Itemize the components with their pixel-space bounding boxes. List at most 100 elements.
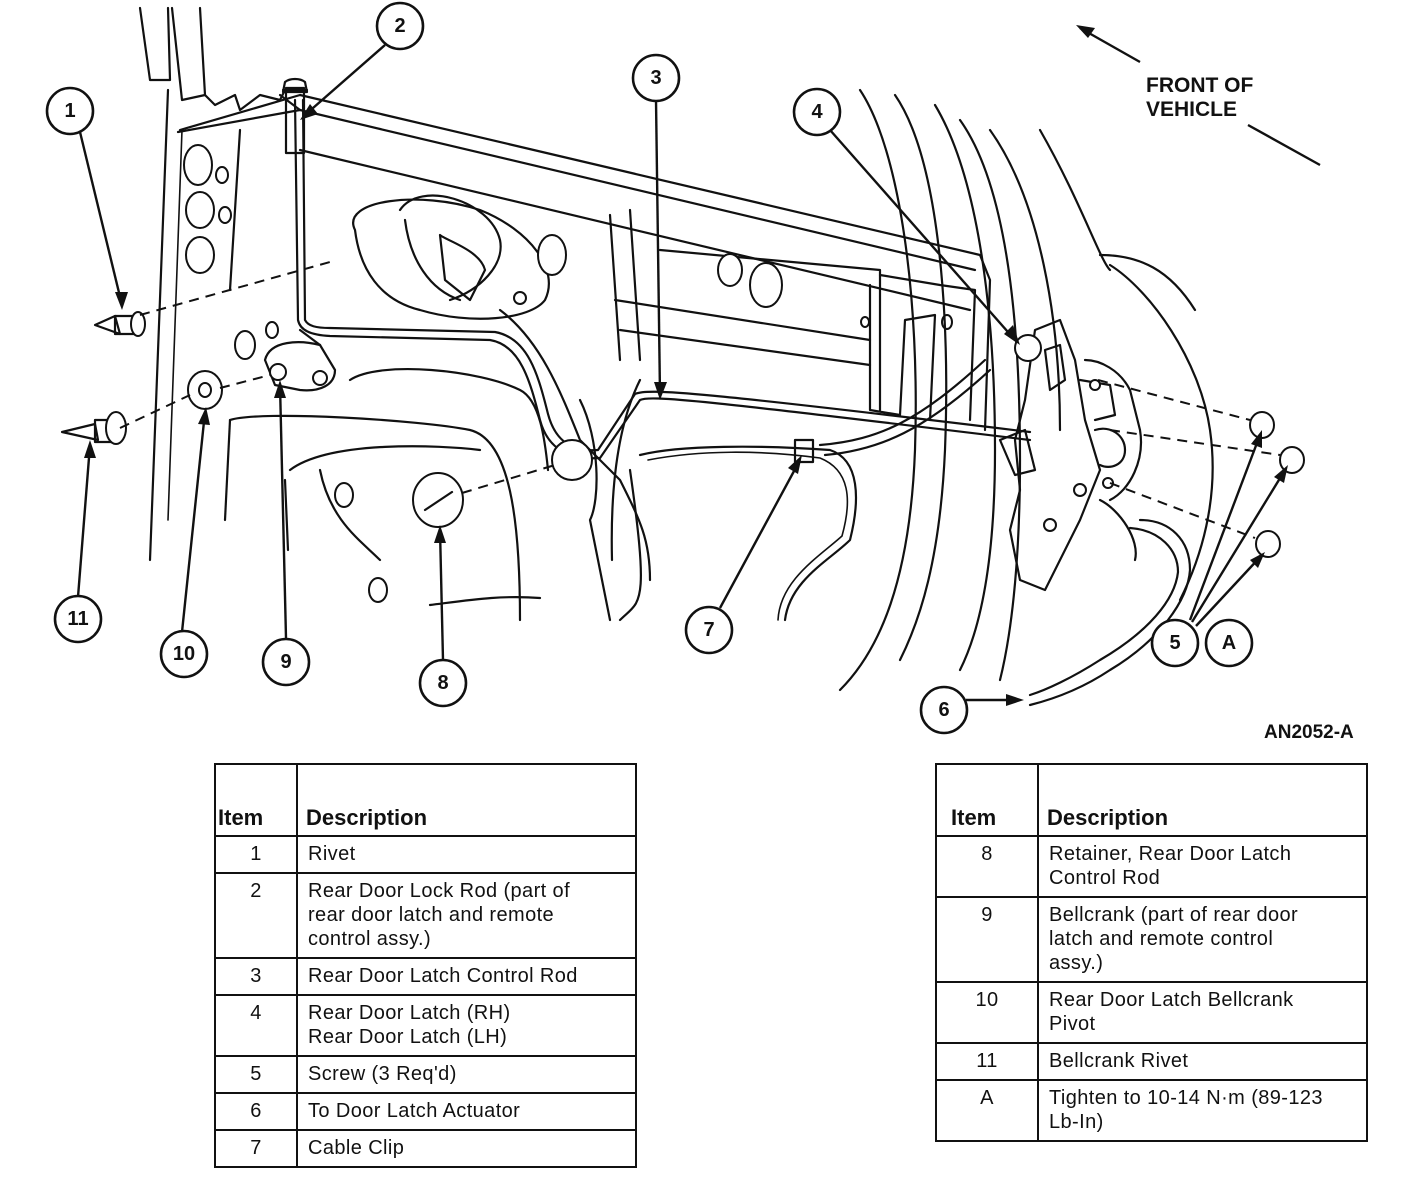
legend-item-number: 2: [214, 872, 298, 959]
bellcrank: [263, 328, 337, 392]
description-line: Rear Door Lock Rod (part of: [308, 880, 571, 902]
callout-7: 7: [684, 605, 734, 655]
fasteners: [60, 261, 1305, 558]
description-line: Bellcrank Rivet: [1049, 1050, 1189, 1072]
description-line: assy.): [1049, 952, 1104, 974]
callout-4: 4: [792, 87, 842, 137]
callout-9: 9: [261, 637, 311, 687]
door-latch-assembly: [998, 318, 1192, 707]
description-line: latch and remote control: [1049, 928, 1274, 950]
callout-1-text: 1: [64, 100, 75, 122]
legend-item-number: 10: [935, 981, 1039, 1044]
callout-a-text: A: [1222, 632, 1236, 654]
direction-label-line1: FRONT OF: [1146, 74, 1253, 97]
legend-item-number: 11: [935, 1042, 1039, 1081]
description-line: Tighten to 10-14 N·m (89-123: [1049, 1087, 1323, 1109]
callout-8-text: 8: [437, 672, 448, 694]
callout-6-text: 6: [938, 699, 949, 721]
front-of-vehicle-indicator: FRONT OF VEHICLE: [1076, 25, 1321, 167]
legend-item-description: Rear Door Latch (RH)Rear Door Latch (LH): [296, 994, 637, 1057]
description-line: control assy.): [308, 928, 432, 950]
callout-a: A: [1204, 618, 1254, 668]
description-line: Rear Door Latch (LH): [308, 1026, 508, 1048]
callout-10-text: 10: [173, 643, 195, 665]
legend-item-number: 6: [214, 1092, 298, 1131]
description-line: Rear Door Latch Bellcrank: [1049, 989, 1294, 1011]
callout-10: 10: [159, 629, 209, 679]
legend-row: 3 Rear Door Latch Control Rod: [214, 957, 637, 996]
callout-6: 6: [919, 685, 969, 735]
description-line: Retainer, Rear Door Latch: [1049, 843, 1292, 865]
legend-right-header-item: Item: [935, 763, 1039, 837]
description-line: Cable Clip: [308, 1137, 405, 1159]
legend-left-header-description: Description: [296, 763, 637, 837]
direction-label-line2: VEHICLE: [1146, 98, 1237, 121]
legend-left-header-item: Item: [214, 763, 298, 837]
callout-2-text: 2: [394, 15, 405, 37]
callout-leaders: [76, 44, 1288, 706]
description-line: Screw (3 Req'd): [308, 1063, 457, 1085]
figure-id: AN2052-A: [1264, 722, 1354, 743]
legend-item-description: Cable Clip: [296, 1129, 637, 1168]
callout-5-text: 5: [1169, 632, 1180, 654]
callout-8: 8: [418, 658, 468, 708]
callout-4-text: 4: [811, 101, 823, 123]
door-inner-panel: [138, 6, 1214, 692]
callout-2: 2: [375, 1, 425, 51]
legend-row: 6 To Door Latch Actuator: [214, 1092, 637, 1131]
callout-3-text: 3: [650, 67, 661, 89]
legend-row: 11 Bellcrank Rivet: [935, 1042, 1368, 1081]
description-line: Pivot: [1049, 1013, 1096, 1035]
legend-row: 1 Rivet: [214, 835, 637, 874]
legend-item-number: 9: [935, 896, 1039, 983]
callout-11-text: 11: [67, 608, 88, 630]
callout-7-text: 7: [703, 619, 714, 641]
callout-11: 11: [53, 594, 103, 644]
callout-3: 3: [631, 53, 681, 103]
legend-item-number: 1: [214, 835, 298, 874]
legend-item-description: Bellcrank Rivet: [1037, 1042, 1368, 1081]
legend-item-number: 5: [214, 1055, 298, 1094]
legend-item-number: 7: [214, 1129, 298, 1168]
legend-item-description: To Door Latch Actuator: [296, 1092, 637, 1131]
legend-item-number: 4: [214, 994, 298, 1057]
description-line: To Door Latch Actuator: [308, 1100, 521, 1122]
legend-item-number: 8: [935, 835, 1039, 898]
legend-row: 5 Screw (3 Req'd): [214, 1055, 637, 1094]
legend-right-header-description: Description: [1037, 763, 1368, 837]
description-line: Lb-In): [1049, 1111, 1104, 1133]
description-line: rear door latch and remote: [308, 904, 555, 926]
callout-1: 1: [45, 86, 95, 136]
description-line: Rear Door Latch Control Rod: [308, 965, 578, 987]
direction-arrow-icon: [1076, 25, 1095, 38]
description-line: Rivet: [308, 843, 356, 865]
legend-row: 7 Cable Clip: [214, 1129, 637, 1168]
legend-item-number: A: [935, 1079, 1039, 1142]
description-line: Bellcrank (part of rear door: [1049, 904, 1299, 926]
callout-5: 5: [1150, 618, 1200, 668]
description-line: Control Rod: [1049, 867, 1161, 889]
legend-item-description: Screw (3 Req'd): [296, 1055, 637, 1094]
legend-item-number: 3: [214, 957, 298, 996]
description-line: Rear Door Latch (RH): [308, 1002, 511, 1024]
callout-9-text: 9: [280, 651, 291, 673]
legend-item-description: Rivet: [296, 835, 637, 874]
legend-item-description: Rear Door Latch Control Rod: [296, 957, 637, 996]
